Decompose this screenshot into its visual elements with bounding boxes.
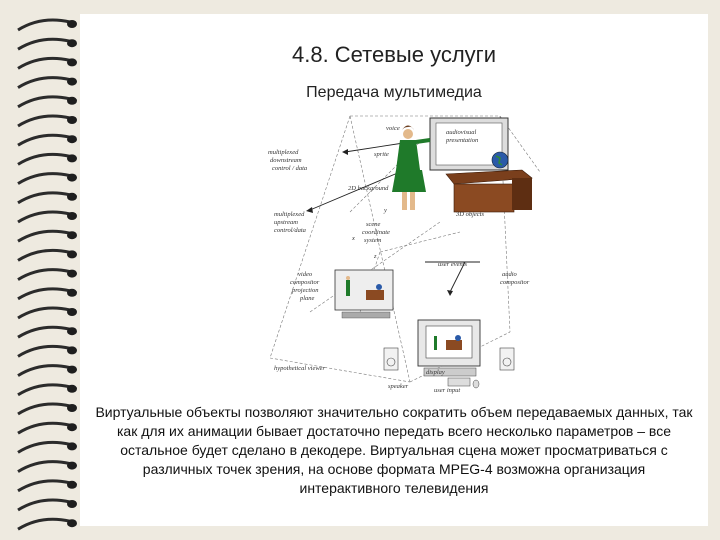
spiral-ring [17, 268, 71, 281]
spiral-hole [67, 77, 77, 86]
label-voice: voice [386, 125, 400, 132]
mpeg4-scene-diagram: voice sprite audiovisual presentation mu… [268, 115, 540, 394]
spiral-ring [17, 210, 71, 224]
label-downstream: downstream [270, 157, 302, 164]
spiral-ring [17, 76, 71, 89]
spiral-ring [17, 325, 71, 339]
label-coordinate: coordinate [362, 229, 390, 236]
spiral-ring [17, 95, 71, 109]
label-user-events: user events [438, 261, 468, 268]
spiral-ring [17, 57, 71, 70]
spiral-hole [67, 346, 77, 355]
spiral-hole [67, 442, 77, 451]
spiral-ring [17, 345, 71, 358]
label-3d-objects: 3D objects [455, 211, 484, 218]
spiral-hole [67, 384, 77, 393]
label-control-data-2: control/data [274, 227, 306, 234]
label-compositor2: compositor [290, 279, 320, 286]
label-sprite: sprite [374, 151, 389, 158]
spiral-hole [67, 231, 77, 240]
spiral-ring [17, 306, 71, 320]
spiral-hole [67, 212, 77, 220]
label-2d-background: 2D background [348, 185, 389, 192]
spiral-ring [17, 421, 71, 435]
spiral-hole [67, 365, 77, 374]
label-y: y [383, 207, 387, 214]
label-plane: plane [299, 295, 315, 302]
spiral-hole [67, 308, 77, 316]
label-scene: scene [366, 221, 381, 228]
spiral-ring [17, 114, 71, 128]
spiral-ring [17, 37, 71, 51]
spiral-hole [67, 461, 77, 470]
label-projection: projection [291, 287, 318, 294]
label-control-data: control / data [272, 165, 307, 172]
spiral-ring [17, 517, 71, 531]
label-hypothetical-viewer: hypothetical viewer [274, 365, 326, 372]
slide-page [80, 14, 708, 526]
spiral-hole [67, 58, 77, 67]
label-speaker: speaker [388, 383, 409, 390]
spiral-ring [17, 383, 71, 397]
spiral-hole [67, 20, 77, 28]
spiral-ring [17, 229, 71, 243]
label-display: display [426, 369, 445, 376]
label-system: system [364, 237, 382, 244]
spiral-ring [17, 18, 71, 32]
spiral-hole [67, 96, 77, 105]
spiral-hole [67, 519, 77, 528]
spiral-ring [17, 172, 71, 185]
spiral-ring [17, 402, 71, 416]
spiral-hole [67, 39, 77, 48]
spiral-hole [67, 192, 77, 201]
spiral-ring [17, 460, 71, 473]
label-multiplexed: multiplexed [268, 149, 299, 156]
spiral-binding [17, 18, 77, 531]
label-presentation: presentation [445, 137, 478, 144]
spiral-hole [67, 250, 77, 259]
label-x: x [351, 235, 355, 242]
spiral-hole [67, 288, 77, 297]
slide-title: 4.8. Сетевые услуги [291, 42, 496, 67]
spiral-ring [17, 249, 71, 262]
spiral-ring [17, 479, 71, 493]
slide-body-text: Виртуальные объекты позволяют значительн… [95, 404, 693, 496]
label-user-input: user input [434, 387, 460, 394]
spiral-ring [17, 133, 71, 147]
spiral-hole [67, 500, 77, 508]
label-multiplexed-up: multiplexed [274, 211, 305, 218]
spiral-hole [67, 135, 77, 144]
spiral-ring [17, 191, 71, 205]
spiral-hole [67, 327, 77, 336]
label-video: video [298, 271, 313, 278]
spiral-ring [17, 153, 71, 166]
spiral-hole [67, 116, 77, 124]
label-audiovisual: audiovisual [446, 129, 477, 136]
spiral-hole [67, 480, 77, 489]
spiral-ring [17, 364, 71, 377]
spiral-ring [17, 498, 71, 512]
label-compositor: compositor [500, 279, 530, 286]
spiral-ring [17, 441, 71, 454]
spiral-hole [67, 423, 77, 432]
label-z: z [373, 253, 377, 260]
label-audio: audio [502, 271, 518, 278]
spiral-hole [67, 154, 77, 163]
label-upstream: upstream [274, 219, 298, 226]
spiral-hole [67, 404, 77, 412]
spiral-ring [17, 287, 71, 301]
spiral-hole [67, 269, 77, 278]
spiral-hole [67, 173, 77, 182]
slide-subtitle: Передача мультимедиа [306, 84, 482, 101]
